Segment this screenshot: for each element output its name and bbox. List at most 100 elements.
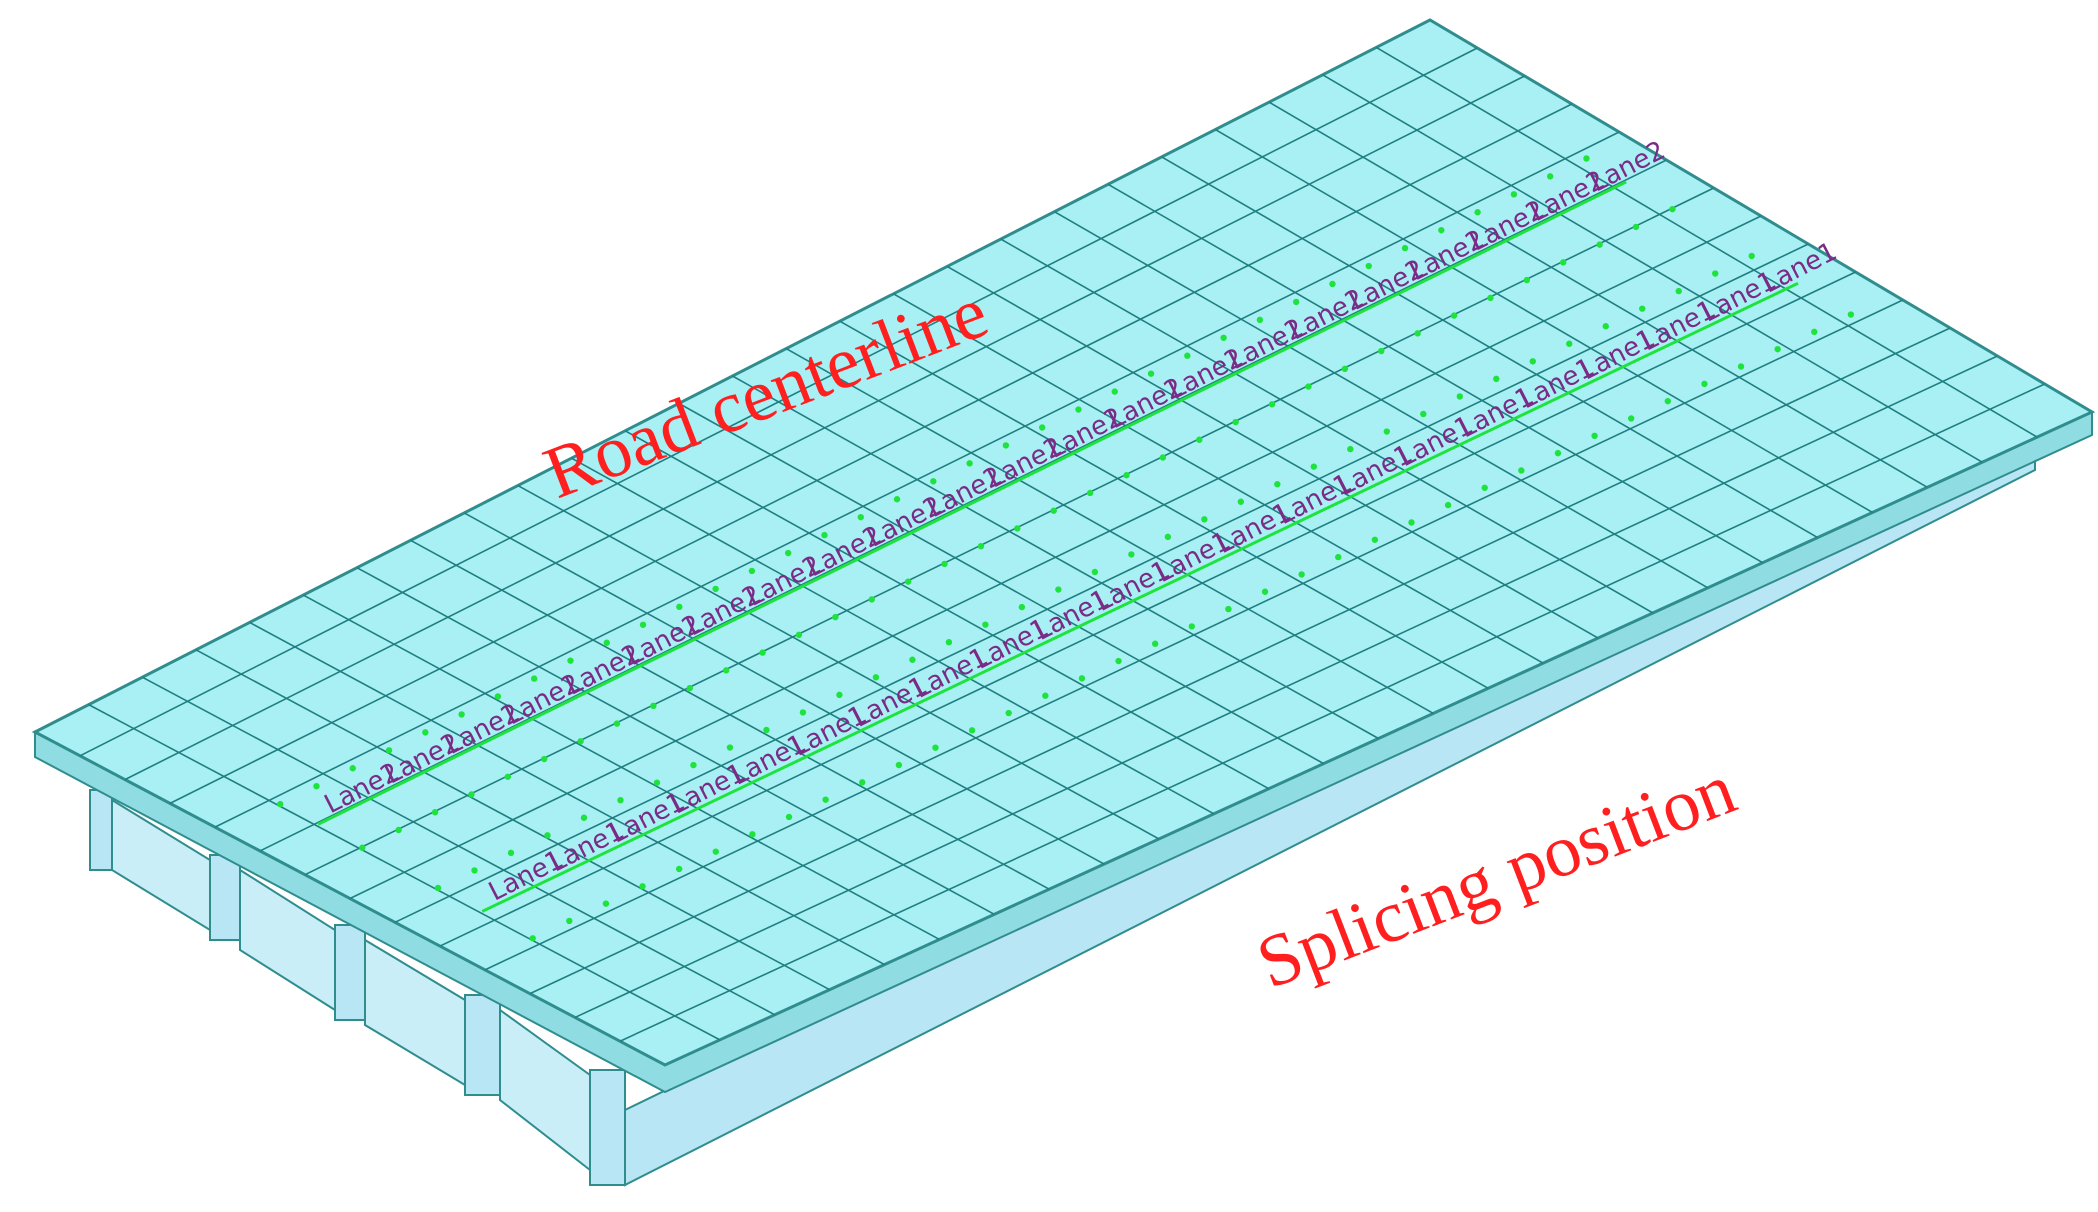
lane-marker-dot [1184,352,1191,359]
lane-marker-dot [1450,312,1458,319]
lane-marker-dot [977,542,985,550]
lane-marker-dot [784,549,792,557]
lane-marker-dot [832,613,839,621]
lane-marker-dot [613,720,621,727]
lane-marker-dot [349,765,356,772]
lane-marker-dot [799,709,807,716]
lane-marker-dot [1712,270,1719,277]
lane-marker-dot [1115,657,1122,665]
lane-marker-dot [1546,173,1554,180]
lane-marker-dot [726,744,734,751]
deck-mesh [79,46,2046,1042]
lane-marker-dot [1261,588,1269,595]
lane-marker-dot [1091,568,1099,576]
lane-marker-dot [932,744,939,751]
lane-marker-dot [1596,241,1603,248]
lane-marker-dot [968,727,976,734]
lane-marker-dot [577,738,584,745]
mesh-longitudinal-line [304,187,1715,876]
mesh-longitudinal-line [484,299,1904,971]
lane-marker-dot [1123,472,1130,479]
lane-marker-dot [276,800,284,808]
lane-marker-dot [1554,449,1562,457]
lane-marker-dot [1151,640,1159,647]
lane-marker-dot [1225,605,1232,613]
lane-marker-dot [686,684,693,692]
lane-marker-dot [566,917,573,925]
lane-marker-dot [1523,276,1531,284]
lane-marker-dot [1518,467,1525,474]
lane-marker-dot [567,657,574,664]
lane-marker-dot [822,796,829,803]
mesh-longitudinal-line [349,215,1762,900]
lane-marker-dot [675,865,683,873]
lane-marker-dot [1444,501,1452,509]
lane-marker-dot [1220,334,1227,341]
lane-marker-dot [712,585,719,593]
lane-marker-dot [1341,365,1349,373]
lane-marker-dot [395,826,402,834]
lane-marker-dot [541,755,548,763]
lane-marker-dot [785,813,793,821]
lane-marker-dot [930,478,937,485]
lane-marker-dot [893,496,901,503]
lane-marker-dot [1560,259,1567,266]
mesh-longitudinal-line [214,131,1620,828]
lane-marker-dot [759,649,766,656]
lane-marker-dot [1298,571,1305,578]
lane-marker-dot [434,884,442,892]
lane-marker-dot [1086,489,1094,497]
lane-marker-dot [580,814,588,821]
lane-marker-dot [1675,287,1682,295]
lane-marker-dot [617,796,624,804]
lane-marker-dot [507,849,515,857]
lane-marker-dot [1371,536,1379,543]
lane-marker-dot [722,667,730,674]
lane-marker-dot [1111,388,1118,395]
lane-marker-dot [359,844,366,851]
lane-marker-dot [639,883,646,890]
lane-marker-dot [1664,397,1671,405]
lane-marker-dot [1420,410,1427,418]
lane-marker-dot [1474,209,1481,216]
lane-marker-dot [1268,401,1276,408]
lane-marker-dot [1147,370,1155,377]
lane-marker-dot [1050,507,1057,514]
lane-marker-dot [1847,311,1855,318]
lane-marker-dot [603,639,610,646]
lane-marker-dot [1481,484,1488,491]
lane-marker-dot [763,726,770,734]
mesh-longitudinal-line [529,327,1951,995]
lane-marker-dot [1456,393,1463,400]
lane-marker-dot [1566,340,1573,347]
lane-marker-dot [1591,432,1598,440]
lane-marker-dot [1196,436,1203,443]
lane-marker-dot [1014,525,1021,532]
lane-marker-dot [1414,330,1421,337]
lane-marker-dot [909,656,916,663]
lane-marker-dot [1602,323,1609,330]
lane-marker-dot [1005,709,1012,717]
lane-marker-dot [422,729,429,736]
lane-marker-dot [1159,454,1167,461]
lane-marker-dot [602,900,610,907]
lane-marker-dot [1038,424,1046,431]
lane-marker-dot [1748,252,1755,260]
lane-marker-dot [1487,294,1494,302]
lane-marker-dot [1774,345,1781,353]
lane-marker-dot [941,560,948,568]
bridge-deck-top [31,18,2096,1067]
lane-marker-dot [1232,418,1239,426]
lane-marker-dot [639,621,647,628]
mesh-longitudinal-line [79,47,1478,757]
lane-marker-dot [748,567,756,575]
lane-marker-dot [1201,516,1208,523]
lane-marker-dot [1237,498,1245,505]
lane-markers [276,155,1855,942]
mesh-longitudinal-line [574,355,1998,1019]
lane-marker-dot [529,935,536,942]
lane-marker-dot [471,867,478,874]
lane-centerline [481,281,1799,913]
